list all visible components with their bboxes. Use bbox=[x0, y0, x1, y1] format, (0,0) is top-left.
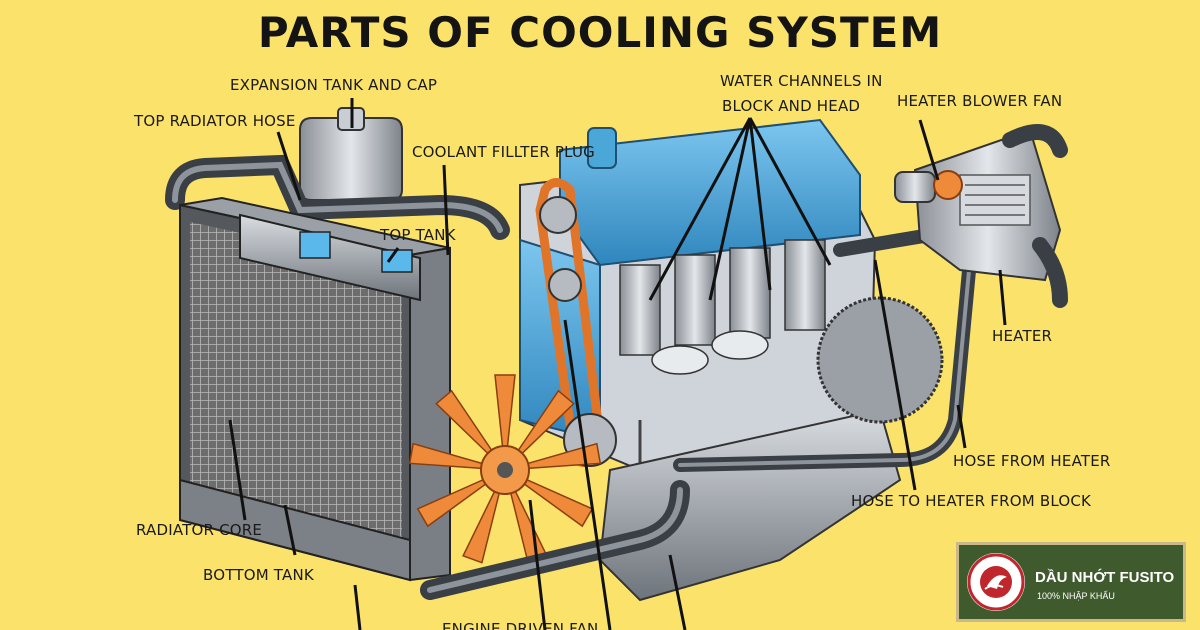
label-top-tank: TOP TANK bbox=[380, 226, 456, 244]
label-heater-blower-fan: HEATER BLOWER FAN bbox=[897, 92, 1063, 110]
label-engine-fan: ENGINE DRIVEN FAN bbox=[442, 620, 599, 630]
brand-badge: DẦU NHỚT FUSITO 100% NHẬP KHẨU bbox=[956, 542, 1186, 622]
label-hose-from-heater: HOSE FROM HEATER bbox=[953, 452, 1111, 470]
bottom-tank bbox=[179, 478, 411, 582]
label-heater: HEATER bbox=[992, 327, 1053, 345]
label-hose-to-heater: HOSE TO HEATER FROM BLOCK bbox=[851, 492, 1092, 510]
leader-lines bbox=[228, 98, 1007, 630]
brand-tagline: 100% NHẬP KHẨU bbox=[1037, 591, 1115, 601]
engine-driven-fan bbox=[408, 374, 602, 564]
page-title: PARTS OF COOLING SYSTEM bbox=[257, 8, 943, 57]
flywheel bbox=[816, 296, 944, 424]
label-water-channels-line1: WATER CHANNELS IN bbox=[720, 72, 883, 90]
label-bottom-tank: BOTTOM TANK bbox=[203, 566, 314, 584]
label-water-channels-line2: BLOCK AND HEAD bbox=[722, 97, 861, 115]
label-coolant-filter-plug: COOLANT FILLTER PLUG bbox=[412, 143, 595, 161]
heater-blower-fan bbox=[894, 170, 963, 203]
brand-name: DẦU NHỚT FUSITO bbox=[1035, 569, 1175, 586]
eagle-icon bbox=[967, 553, 1025, 611]
label-radiator-core: RADIATOR CORE bbox=[136, 521, 263, 539]
label-top-radiator-hose: TOP RADIATOR HOSE bbox=[134, 112, 296, 130]
heater-unit bbox=[913, 124, 1068, 308]
brand-logo bbox=[967, 553, 1025, 611]
label-expansion-tank: EXPANSION TANK AND CAP bbox=[230, 76, 438, 94]
radiator bbox=[179, 196, 451, 582]
